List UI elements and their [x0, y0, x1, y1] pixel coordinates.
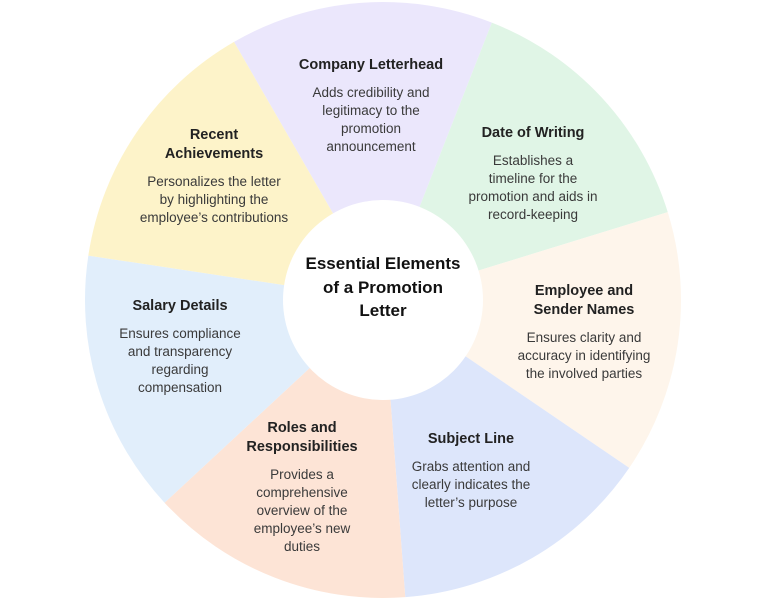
segment-desc: Personalizes the letter by highlighting …	[139, 174, 289, 225]
segment-subject-line: Subject Line Grabs attention and clearly…	[401, 430, 541, 512]
segment-desc: Grabs attention and clearly indicates th…	[411, 459, 531, 510]
segment-salary-details: Salary Details Ensures compliance and tr…	[110, 297, 250, 397]
segment-desc: Ensures clarity and accuracy in identify…	[517, 330, 651, 381]
segment-title: Date of Writing	[481, 125, 585, 141]
segment-employee-sender-names: Employee and Sender Names Ensures clarit…	[509, 282, 659, 383]
wedge-employee-sender-names	[383, 212, 681, 468]
segment-title: Roles and Responsibilities	[246, 420, 358, 455]
segment-title: Subject Line	[427, 431, 515, 447]
segment-desc: Adds credibility and legitimacy to the p…	[312, 85, 430, 154]
segment-title: Recent Achievements	[164, 127, 264, 162]
center-circle	[283, 200, 483, 400]
segment-date-of-writing: Date of Writing Establishes a timeline f…	[463, 124, 603, 224]
wedge-company-letterhead	[234, 2, 492, 300]
segment-roles-responsibilities: Roles and Responsibilities Provides a co…	[242, 419, 362, 556]
segment-desc: Establishes a timeline for the promotion…	[468, 153, 598, 222]
segment-title: Employee and Sender Names	[533, 283, 635, 318]
segment-title: Company Letterhead	[298, 57, 444, 73]
segment-desc: Provides a comprehensive overview of the…	[253, 467, 351, 554]
center-title: Essential Elements of a Promotion Letter	[305, 254, 461, 320]
segment-company-letterhead: Company Letterhead Adds credibility and …	[286, 56, 456, 156]
segment-recent-achievements: Recent Achievements Personalizes the let…	[139, 126, 289, 227]
segment-desc: Ensures compliance and transparency rega…	[119, 326, 241, 395]
segment-title: Salary Details	[132, 298, 228, 314]
